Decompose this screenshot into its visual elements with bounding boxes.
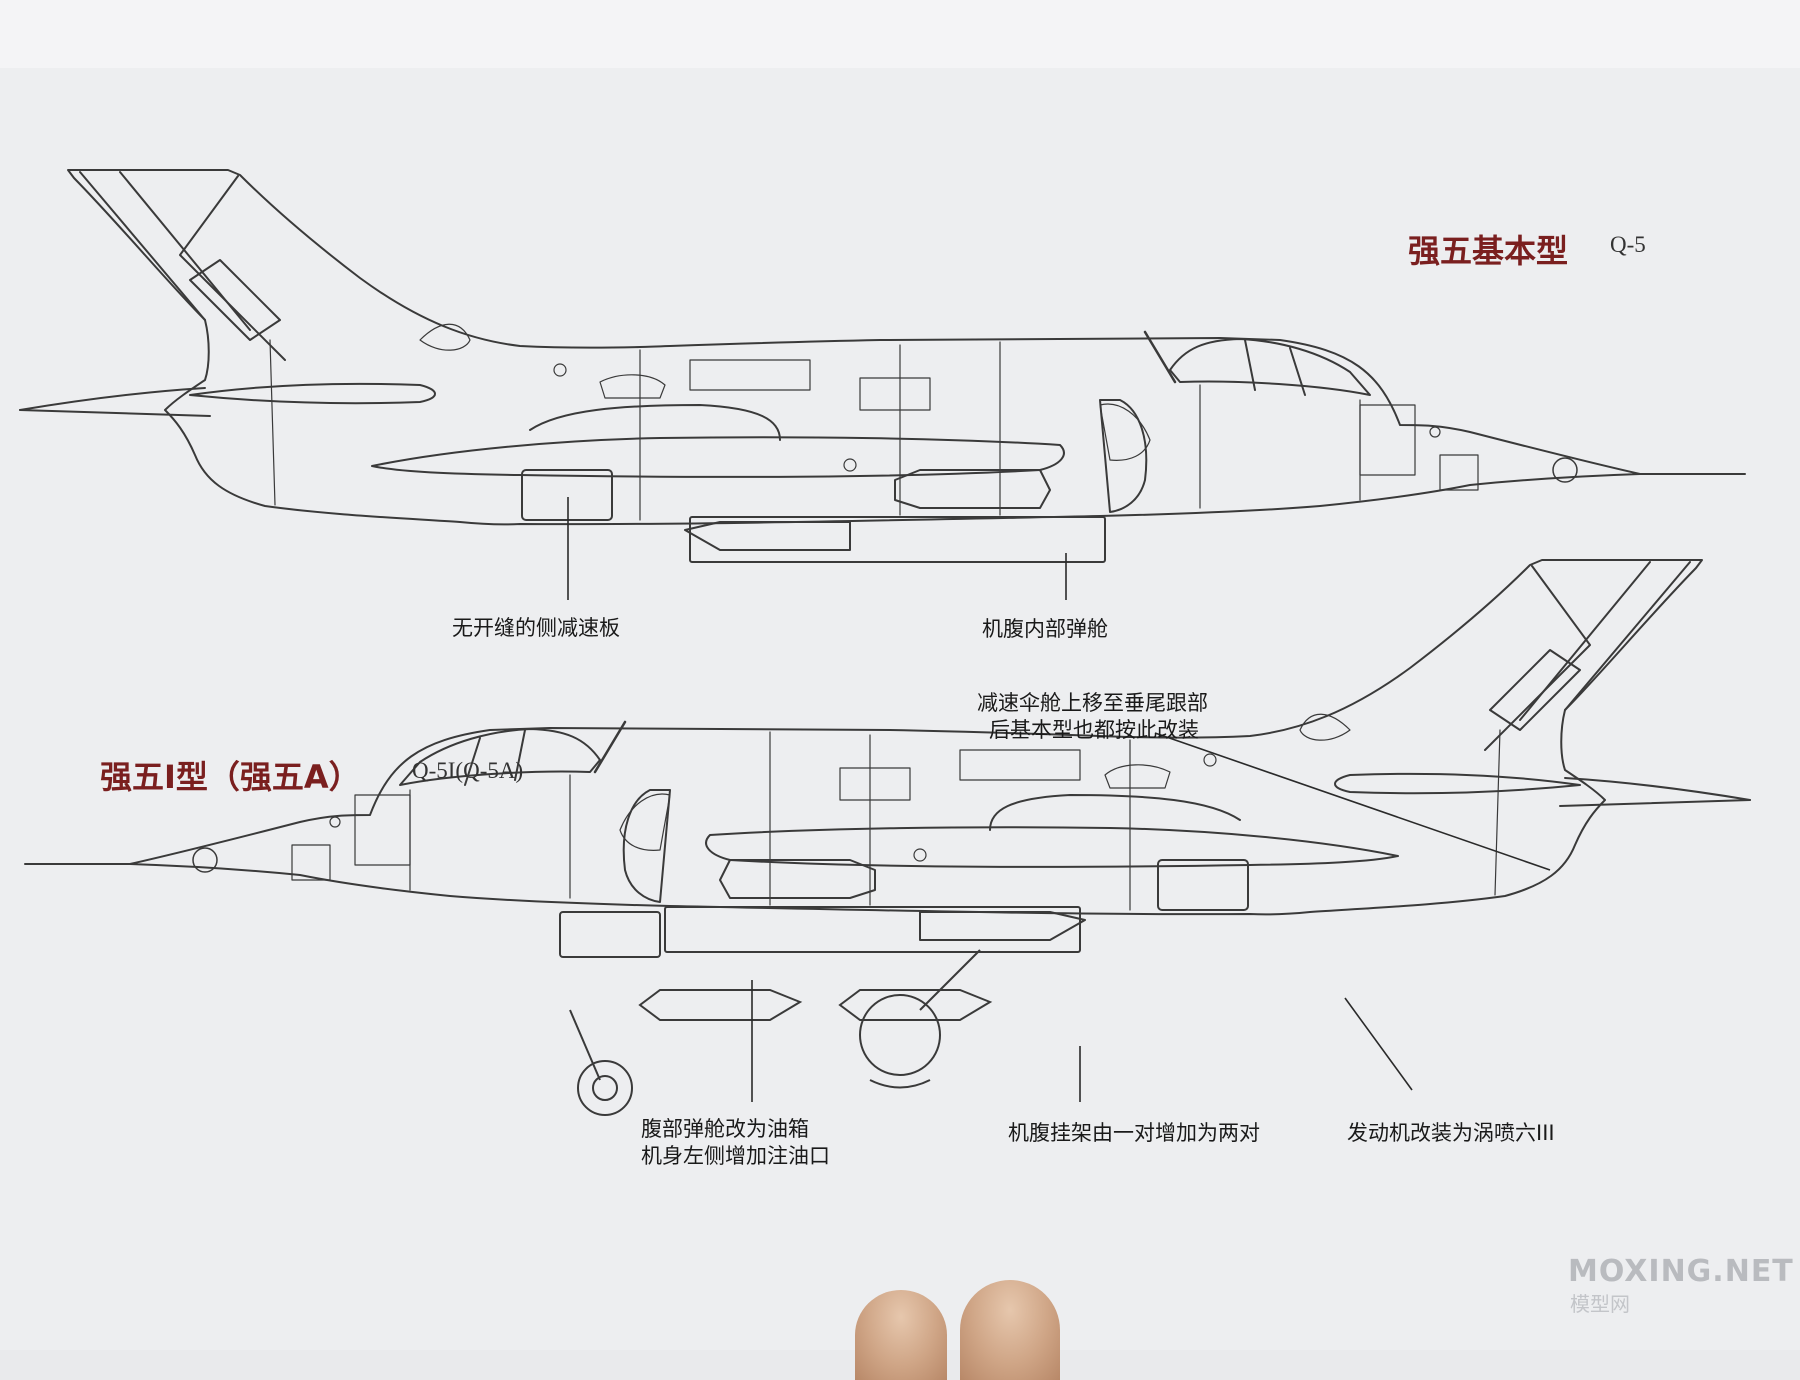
watermark-sub: 模型网 bbox=[1570, 1292, 1630, 1316]
callout-fuel-tank-line-1: 腹部弹舱改为油箱 bbox=[641, 1117, 809, 1141]
aircraft-bottom-title-en: Q-5I(Q-5A) bbox=[412, 758, 524, 783]
line-drawing bbox=[18, 168, 1752, 1116]
aircraft-top-title-en: Q-5 bbox=[1610, 232, 1646, 257]
callout-ventral-pylons: 机腹挂架由一对增加为两对 bbox=[1008, 1121, 1260, 1145]
aircraft-top-title-cn: 强五基本型 bbox=[1408, 232, 1569, 270]
finger-left bbox=[855, 1290, 947, 1380]
callout-side-airbrake: 无开缝的侧减速板 bbox=[452, 616, 620, 640]
callout-ventral-bomb-bay: 机腹内部弹舱 bbox=[982, 617, 1108, 641]
callout-drag-chute-line-2: 后基本型也都按此改装 bbox=[989, 718, 1199, 742]
callout-lines bbox=[567, 497, 1551, 1102]
leader-engine bbox=[1344, 997, 1413, 1091]
book-page bbox=[0, 68, 1800, 1350]
finger-right bbox=[960, 1280, 1060, 1380]
watermark-logo: MOXING.NET bbox=[1568, 1254, 1794, 1289]
callout-fuel-tank: 腹部弹舱改为油箱 机身左侧增加注油口 bbox=[641, 1116, 830, 1170]
callout-fuel-tank-line-2: 机身左侧增加注油口 bbox=[641, 1144, 830, 1168]
leader-chute bbox=[1154, 732, 1551, 871]
callout-drag-chute-line-1: 减速伞舱上移至垂尾跟部 bbox=[977, 691, 1208, 715]
callout-engine: 发动机改装为涡喷六III bbox=[1347, 1121, 1555, 1145]
callout-drag-chute: 减速伞舱上移至垂尾跟部 后基本型也都按此改装 bbox=[977, 690, 1208, 744]
aircraft-bottom-title-cn: 强五Ⅰ型（强五A） bbox=[100, 758, 361, 796]
